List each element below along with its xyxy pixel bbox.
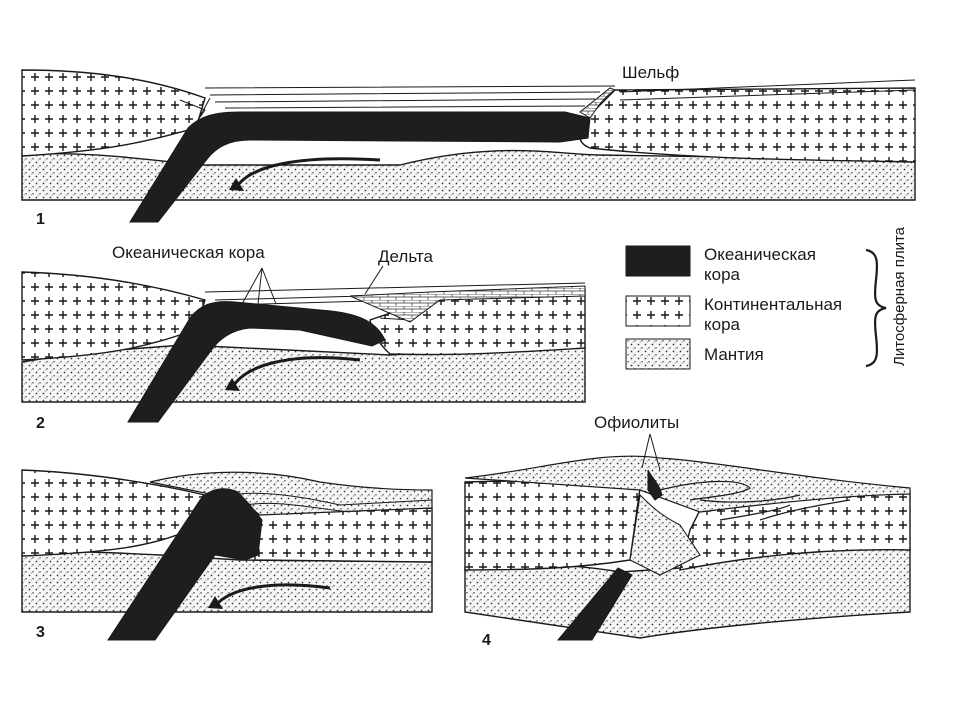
stage-2-delta-callout-line [364, 265, 384, 295]
stage-4-oceanic-slab [556, 567, 633, 641]
stage-1-arrowhead [229, 178, 244, 191]
stage-4-ophiolite-callout-lines [641, 433, 661, 471]
legend-continental-line2: кора [704, 315, 741, 334]
stage-1-number: 1 [36, 211, 45, 228]
stage-2-mantle [21, 344, 586, 403]
stage-4-thrust-wedge [629, 493, 701, 576]
stage-1-trench-lines [179, 97, 211, 121]
stage-3-number: 3 [36, 624, 45, 641]
stage-3-oceanic-slab [107, 488, 263, 641]
stage-1-sediment-wedge [579, 87, 617, 119]
stage-4-number: 4 [482, 632, 491, 649]
legend-continental-line1: Континентальная [704, 295, 842, 314]
legend-mantle-label: Мантия [704, 345, 764, 364]
stage-2-arrowhead [225, 378, 240, 391]
stage-1-right-continental-crust [579, 87, 916, 163]
stage-3-mantle-flow-arrow [213, 583, 331, 608]
legend-oceanic-line2: кора [704, 265, 741, 284]
stage-4-panel: 4 Офиолиты [464, 413, 911, 649]
stage-1-left-continental-crust [21, 69, 206, 157]
stage-4-fold-lines [659, 480, 851, 521]
legend-oceanic-line1: Океаническая [704, 245, 816, 264]
stage-3-sediment-lines [229, 492, 433, 513]
stage-3-arrowhead [208, 596, 223, 609]
stage-2-oceanic-callout-lines [241, 267, 277, 305]
legend: Океаническая кора Континентальная кора М… [625, 226, 908, 370]
shelf-label: Шельф [622, 63, 679, 82]
legend-brace [865, 248, 887, 368]
stage-4-left-continental-crust [464, 480, 641, 571]
stage-1-sediment-lines [204, 79, 916, 109]
stage-3-panel: 3 [21, 469, 433, 641]
stage-1-mantle-flow-arrow [234, 157, 381, 189]
legend-continental-swatch [625, 295, 691, 327]
stage-2-mantle-flow-arrow [230, 356, 361, 389]
delta-label: Дельта [378, 247, 433, 266]
stage-4-ophiolite-body [647, 469, 663, 501]
legend-oceanic-swatch [625, 245, 691, 277]
stage-2-number: 2 [36, 415, 45, 432]
stage-2-oceanic-slab [127, 301, 386, 423]
stage-1-mantle [21, 149, 916, 201]
stage-2-panel: 2 Океаническая кора Дельта [21, 243, 586, 432]
lithosphere-plate-label: Литосферная плита [891, 226, 908, 366]
stage-3-right-continental-crust [254, 507, 433, 563]
legend-mantle-swatch [625, 338, 691, 370]
ophiolites-label: Офиолиты [594, 413, 679, 432]
stage-2-delta-wedge [349, 285, 586, 323]
stage-1-panel: 1 Шельф [21, 63, 916, 228]
stage-1-oceanic-slab [129, 111, 591, 223]
oceanic-crust-callout-label: Океаническая кора [112, 243, 265, 262]
